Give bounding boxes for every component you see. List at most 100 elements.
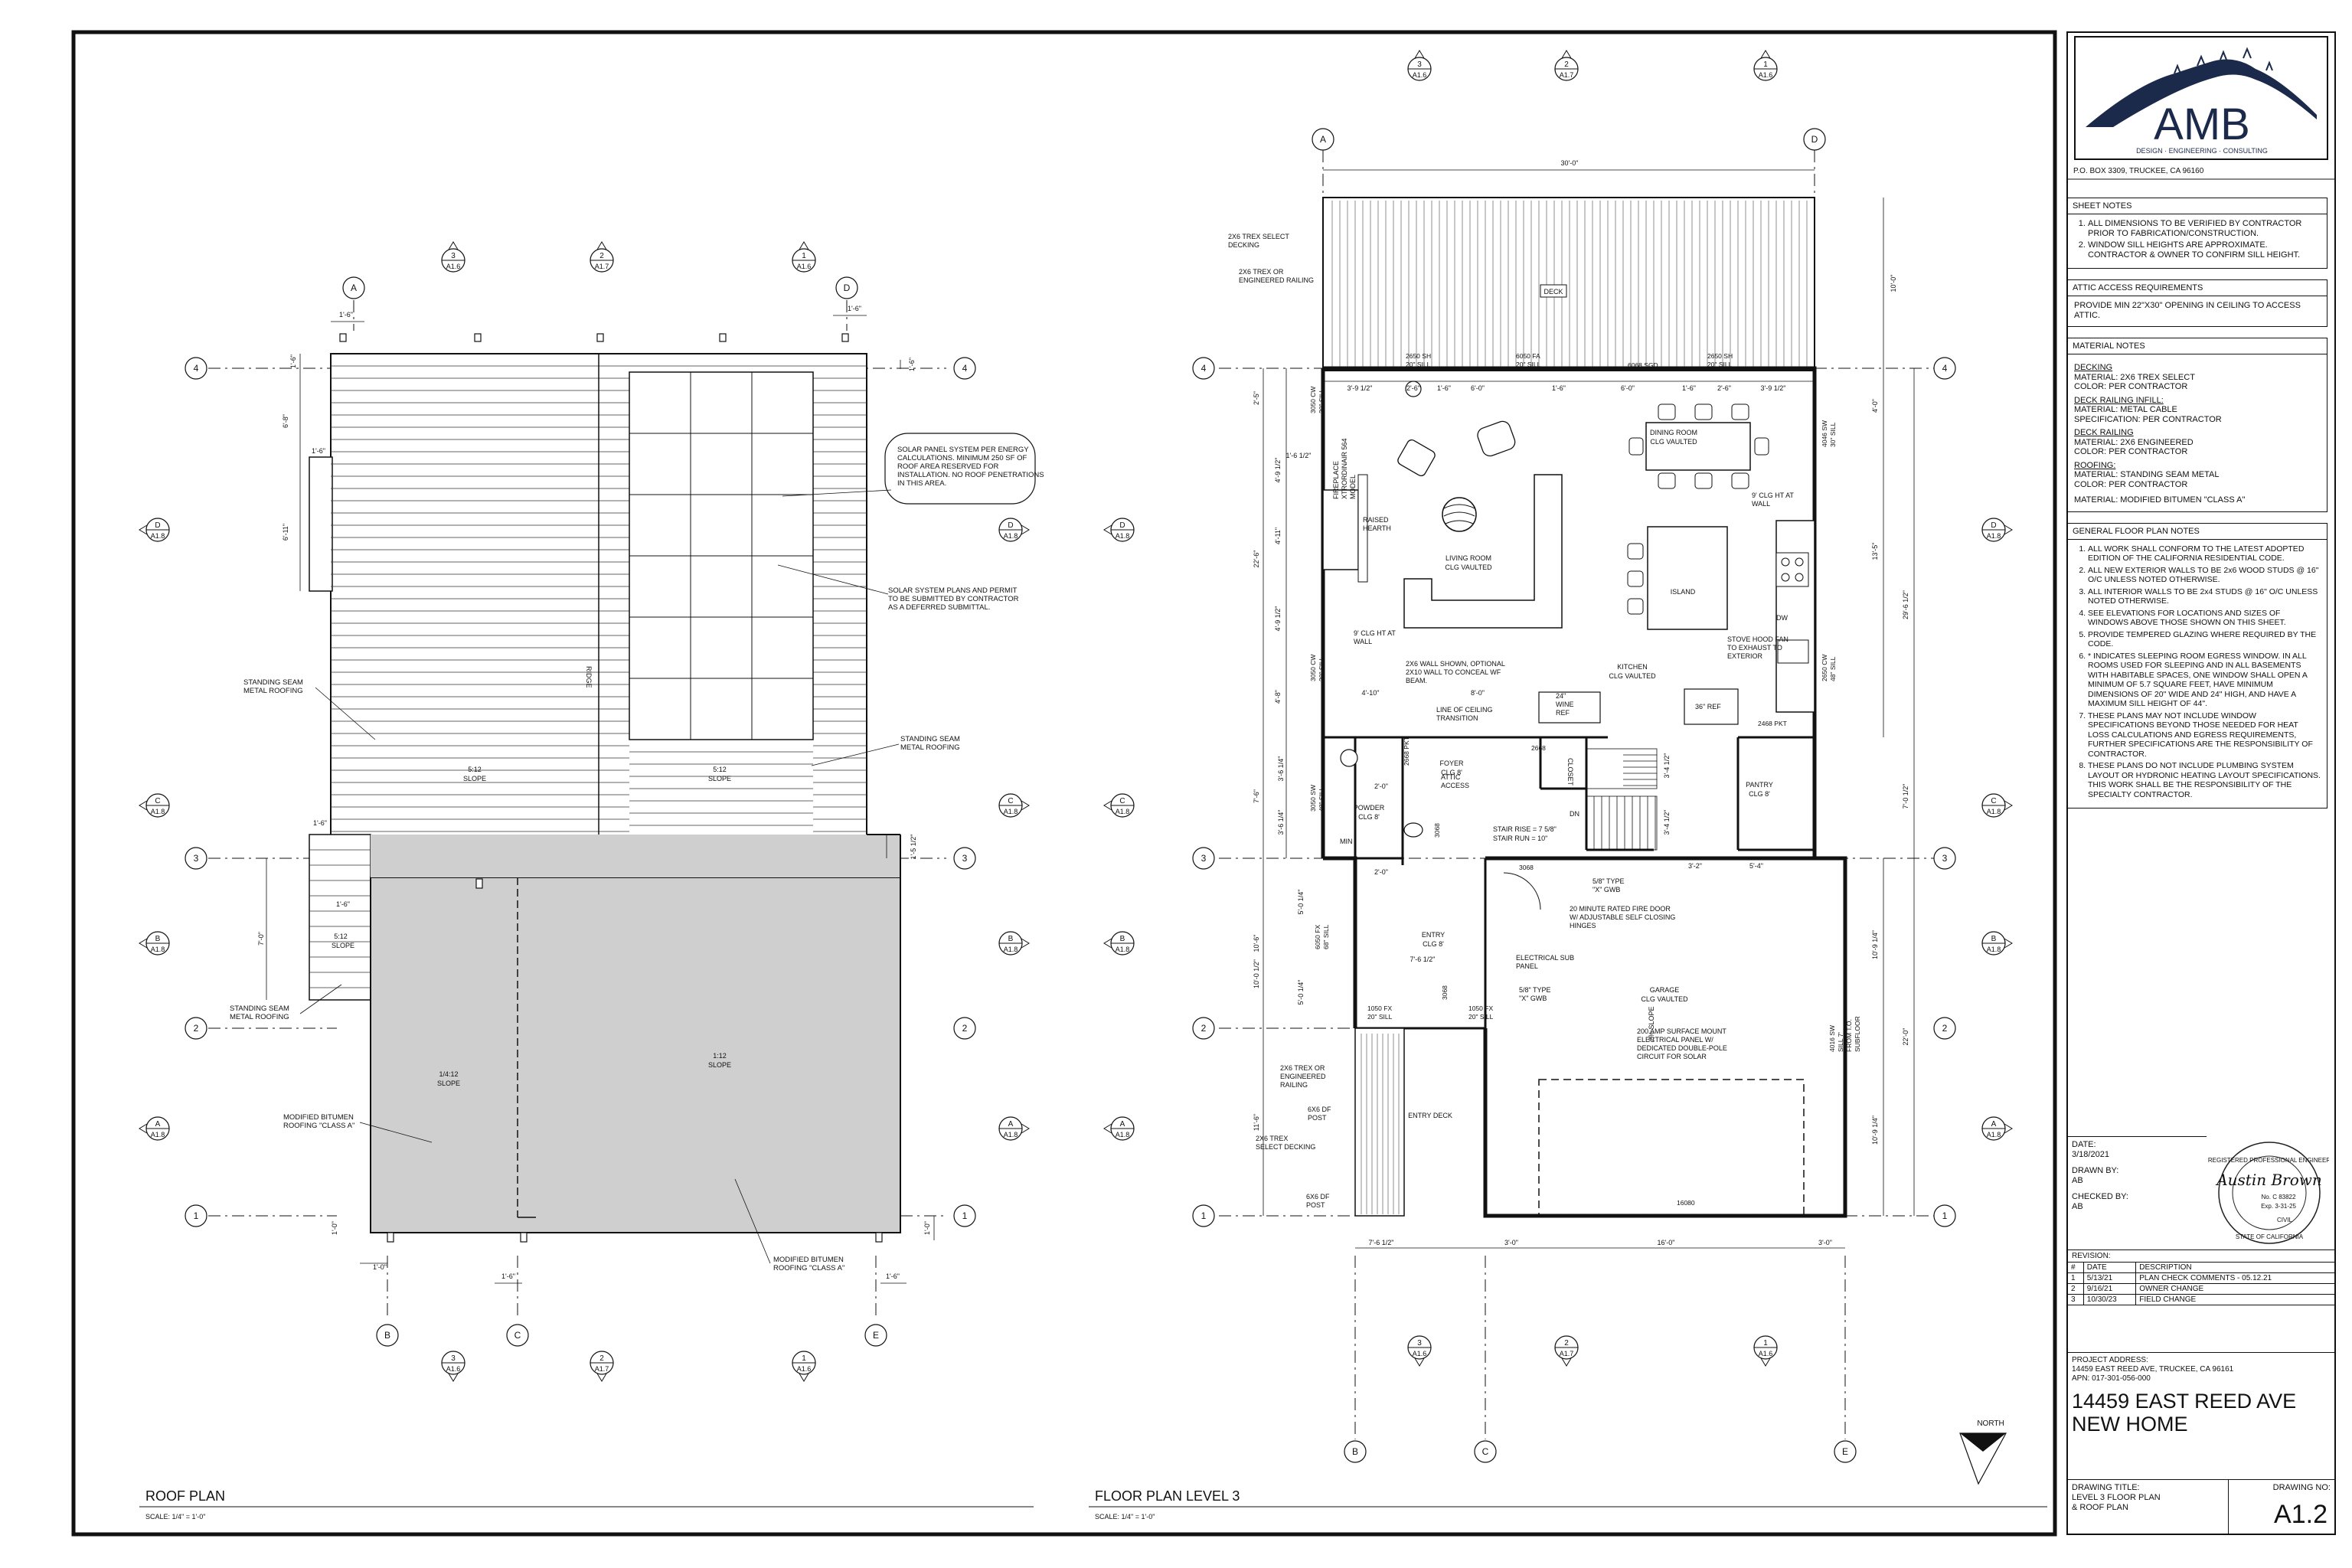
material-heading: DECK RAILING INFILL:	[2074, 395, 2164, 405]
dimension: 2'-6"	[1717, 384, 1731, 392]
grid-bubble: E	[864, 1324, 887, 1347]
svg-text:C: C	[1008, 797, 1013, 805]
dimension: 7'-6"	[1253, 789, 1260, 803]
svg-text:1'-6": 1'-6"	[886, 1272, 900, 1280]
svg-text:P.O. BOX 3309, TRUCKEE, CA 961: P.O. BOX 3309, TRUCKEE, CA 96160	[2073, 167, 2204, 175]
svg-text:1'-0": 1'-0"	[373, 1263, 387, 1271]
window-tag: 2668 PKT	[1403, 737, 1410, 766]
slope-label: 5:12	[468, 766, 482, 773]
svg-text:CLG 8': CLG 8'	[1423, 940, 1444, 948]
grid-bubble: 4	[185, 357, 207, 380]
svg-text:A1.8: A1.8	[1987, 808, 2001, 815]
general-note: ALL NEW EXTERIOR WALLS TO BE 2x6 WOOD ST…	[2088, 566, 2321, 585]
svg-text:D: D	[1991, 521, 1996, 530]
svg-text:2: 2	[1201, 1023, 1207, 1034]
dimension: 10'-6"	[1253, 935, 1260, 952]
material-line: MATERIAL: 2X6 ENGINEERED	[2074, 437, 2194, 447]
window-tag: 6068 SGD	[1628, 361, 1658, 369]
svg-text:1'-6": 1'-6"	[289, 354, 297, 368]
section-tag: DA1.8	[1981, 518, 2013, 542]
drawing-number: A1.2	[2274, 1500, 2328, 1529]
grid-bubble: 4	[1192, 357, 1215, 380]
svg-text:B: B	[1352, 1446, 1358, 1457]
window-tag: 3068	[1519, 864, 1534, 871]
interior-walls	[1323, 736, 1815, 1030]
svg-text:C: C	[1991, 797, 1996, 805]
floor-note: MIN	[1340, 838, 1353, 845]
roof-plan: RIDGE 5:12 SLOPE 5:12 SLOPE 5:12 SLOPE 1…	[208, 300, 1044, 1317]
svg-text:SLOPE: SLOPE	[332, 942, 354, 949]
grid-bubble: 3	[953, 847, 976, 870]
svg-text:CLG 8': CLG 8'	[1358, 813, 1380, 821]
island	[1647, 526, 1728, 630]
section-tag: AA1.8	[998, 1116, 1030, 1141]
dimension: 2'-6"	[1406, 384, 1420, 392]
dimension: 3'-9 1/2"	[1348, 384, 1373, 392]
dimension: 4'-0"	[1871, 399, 1879, 413]
svg-text:A: A	[351, 283, 357, 293]
material-heading: ROOFING:	[2074, 460, 2116, 470]
material-line: COLOR: PER CONTRACTOR	[2074, 447, 2188, 456]
svg-text:A1.8: A1.8	[1116, 532, 1130, 540]
title-block: SHEET NOTES ALL DIMENSIONS TO BE VERIFIE…	[2067, 67, 2328, 819]
dimension: 3'-0"	[1818, 1239, 1832, 1246]
dimension: 16'-0"	[1658, 1239, 1675, 1246]
svg-text:A1.7: A1.7	[595, 263, 609, 270]
svg-text:2: 2	[194, 1023, 199, 1034]
svg-text:D: D	[155, 521, 160, 530]
revision-header: DESCRIPTION	[2135, 1262, 2335, 1273]
svg-text:3: 3	[1942, 853, 1948, 864]
section-tag: 3A1.6	[1407, 1335, 1432, 1367]
section-tag: BA1.8	[139, 931, 170, 956]
dimension: 10'-0"	[1890, 275, 1897, 292]
grid-bubble: 1	[1933, 1204, 1956, 1227]
general-note: ALL INTERIOR WALLS TO BE 2x4 STUDS @ 16"…	[2088, 587, 2321, 606]
engineer-stamp: REGISTERED PROFESSIONAL ENGINEER Austin …	[2205, 1136, 2331, 1251]
svg-text:6'-11": 6'-11"	[282, 524, 289, 541]
svg-text:1: 1	[802, 252, 806, 260]
floor-note: FIREPLACEXTRORDINAIR 564MODEL	[1332, 438, 1357, 499]
sheet-note: WINDOW SILL HEIGHTS ARE APPROXIMATE. CON…	[2088, 240, 2321, 260]
dimension: 1'-6"	[1437, 384, 1451, 392]
floor-plan: DECK	[1219, 150, 2007, 1485]
svg-text:CLG VAULTED: CLG VAULTED	[1650, 438, 1697, 446]
svg-text:3: 3	[1417, 60, 1422, 69]
svg-text:SCALE: 1/4" = 1'-0": SCALE: 1/4" = 1'-0"	[145, 1513, 205, 1521]
dimension: 3'-4 1/2"	[1663, 810, 1671, 835]
material-line: MATERIAL: METAL CABLE	[2074, 405, 2177, 414]
svg-text:KITCHEN: KITCHEN	[1617, 663, 1648, 671]
material-line: MATERIAL: STANDING SEAM METAL	[2074, 470, 2220, 479]
svg-text:C: C	[514, 1330, 521, 1341]
svg-text:1/4:12: 1/4:12	[439, 1070, 458, 1078]
dimension: 30'-0"	[1561, 159, 1579, 167]
dimension: 10'-0 1/2"	[1253, 959, 1260, 988]
svg-text:Austin Brown: Austin Brown	[2215, 1171, 2322, 1189]
floor-note: 2% SLOPE	[1648, 1006, 1655, 1041]
svg-text:DESIGN · ENGINEERING · CONSULT: DESIGN · ENGINEERING · CONSULTING	[2136, 147, 2268, 155]
dimension: 3'-6 1/4"	[1277, 756, 1285, 782]
dimension: 6'-0"	[1621, 384, 1635, 392]
section-tag: 2A1.7	[1554, 1335, 1579, 1367]
dimension: 13'-5"	[1871, 543, 1879, 560]
window-tag: 4016 SWSILL 7'FROM T.O.SUBFLOOR	[1828, 1016, 1861, 1052]
grid-bubble: A	[1312, 128, 1334, 151]
dimension: 11'-6"	[1253, 1114, 1260, 1131]
svg-text:A1.6: A1.6	[797, 1365, 812, 1373]
svg-text:A1.6: A1.6	[1413, 71, 1427, 79]
svg-text:1: 1	[1763, 1339, 1768, 1348]
dimension: 22'-6"	[1253, 550, 1260, 568]
project-block: PROJECT ADDRESS: 14459 EAST REED AVE, TR…	[2067, 1352, 2335, 1439]
svg-text:A1.8: A1.8	[151, 808, 165, 815]
svg-text:2: 2	[599, 252, 604, 260]
svg-text:CLOSET: CLOSET	[1566, 758, 1574, 786]
svg-text:A1.8: A1.8	[1004, 1131, 1018, 1138]
window-tag: 3068	[1433, 823, 1441, 838]
